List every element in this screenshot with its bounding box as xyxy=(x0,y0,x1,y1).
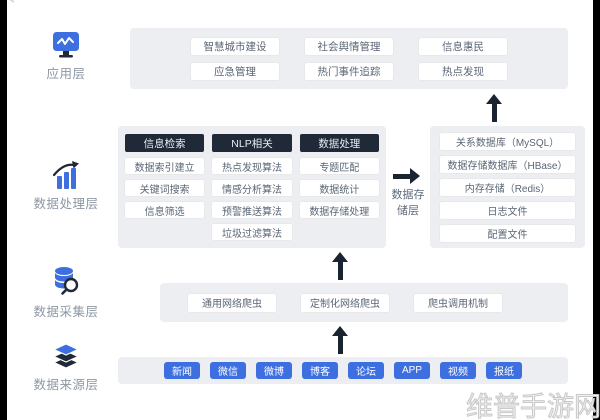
process-column-header: NLP相关 xyxy=(212,134,292,152)
storage-item-box: 数据存储数据库（HBase） xyxy=(440,155,575,173)
layer-label-source: 数据来源层 xyxy=(33,378,99,392)
source-tag: 新闻 xyxy=(163,362,200,379)
right-arrow-processing-to-storage xyxy=(393,168,420,184)
watermark-text: 维普手游网 xyxy=(466,392,600,420)
layer-badge-application: 应用层 xyxy=(18,31,114,82)
process-column-retrieval: 信息检索 数据索引建立关键词搜索信息筛选 xyxy=(125,134,205,242)
app-function-box: 热点发现 xyxy=(419,62,507,80)
layer-badge-processing: 数据处理层 xyxy=(18,161,114,212)
bar-chart-icon xyxy=(52,161,79,189)
application-layer-panel: 智慧城市建设 社会舆情管理 信息惠民应急管理 热门事件追踪 热点发现 xyxy=(130,28,568,89)
up-arrow-collection-to-processing xyxy=(332,252,348,280)
layers-icon xyxy=(52,343,80,369)
left-black-bar xyxy=(0,0,7,420)
source-tag: 微信 xyxy=(209,362,246,379)
source-tag: 视频 xyxy=(440,362,476,379)
storage-item-box: 内存存储（Redis） xyxy=(440,178,575,196)
monitor-chart-icon xyxy=(53,32,79,58)
crawler-box: 爬虫调用机制 xyxy=(414,293,502,312)
source-tag: 博客 xyxy=(301,362,338,379)
process-column-header: 数据处理 xyxy=(299,134,379,152)
processing-layer-panel: 信息检索 数据索引建立关键词搜索信息筛选 NLP相关 热点发现算法情感分析算法预… xyxy=(118,126,386,248)
layer-badge-collection: 数据采集层 xyxy=(18,266,114,320)
source-layer-panel: 新闻微信微博博客论坛 APP 视频报纸 xyxy=(118,357,568,384)
app-function-box: 智慧城市建设 xyxy=(191,37,279,55)
app-function-box: 信息惠民 xyxy=(419,37,507,55)
up-arrow-storage-to-application xyxy=(486,94,502,122)
process-column-header: 信息检索 xyxy=(125,134,205,152)
storage-layer-panel: 关系数据库（MySQL） 数据存储数据库（HBase） 内存存储（Redis） 日志文… xyxy=(430,126,585,248)
process-item-box: 情感分析算法 xyxy=(212,180,292,196)
source-tag: APP xyxy=(393,362,430,379)
collection-layer-panel: 通用网络爬虫 定制化网络爬虫 爬虫调用机制 xyxy=(160,283,568,322)
storage-item-box: 关系数据库（MySQL） xyxy=(440,132,575,150)
storage-item-box: 配置文件 xyxy=(440,224,575,242)
process-column-data: 数据处理 专题匹配数据统计数据存储处理 xyxy=(299,134,379,242)
app-function-box: 社会舆情管理 xyxy=(305,37,393,55)
up-arrow-source-to-collection xyxy=(332,326,348,354)
process-item-box: 预警推送算法 xyxy=(212,202,292,218)
layer-label-application: 应用层 xyxy=(46,67,86,81)
process-item-box: 数据索引建立 xyxy=(125,158,205,174)
app-function-box: 热门事件追踪 xyxy=(305,62,393,80)
storage-item-box: 日志文件 xyxy=(440,201,575,219)
source-tag: 报纸 xyxy=(486,362,522,379)
storage-layer-label: 数据存储层 xyxy=(391,189,425,217)
layer-label-collection: 数据采集层 xyxy=(33,305,99,319)
crawler-box: 通用网络爬虫 xyxy=(188,293,276,312)
process-item-box: 信息筛选 xyxy=(125,202,205,218)
process-item-box: 垃圾过滤算法 xyxy=(212,224,292,240)
database-search-icon xyxy=(55,267,79,295)
process-item-box: 数据存储处理 xyxy=(299,202,379,218)
process-column-nlp: NLP相关 热点发现算法情感分析算法预警推送算法垃圾过滤算法 xyxy=(212,134,292,242)
layer-label-processing: 数据处理层 xyxy=(33,197,99,211)
app-function-box: 应急管理 xyxy=(191,62,279,80)
crawler-box: 定制化网络爬虫 xyxy=(301,293,389,312)
process-item-box: 专题匹配 xyxy=(299,158,379,174)
source-tag: 微博 xyxy=(255,362,292,379)
process-item-box: 关键词搜索 xyxy=(125,180,205,196)
right-black-bar xyxy=(593,0,600,420)
layer-badge-source: 数据来源层 xyxy=(18,343,114,393)
process-item-box: 数据统计 xyxy=(299,180,379,196)
process-item-box: 热点发现算法 xyxy=(212,158,292,174)
source-tag: 论坛 xyxy=(347,362,384,379)
